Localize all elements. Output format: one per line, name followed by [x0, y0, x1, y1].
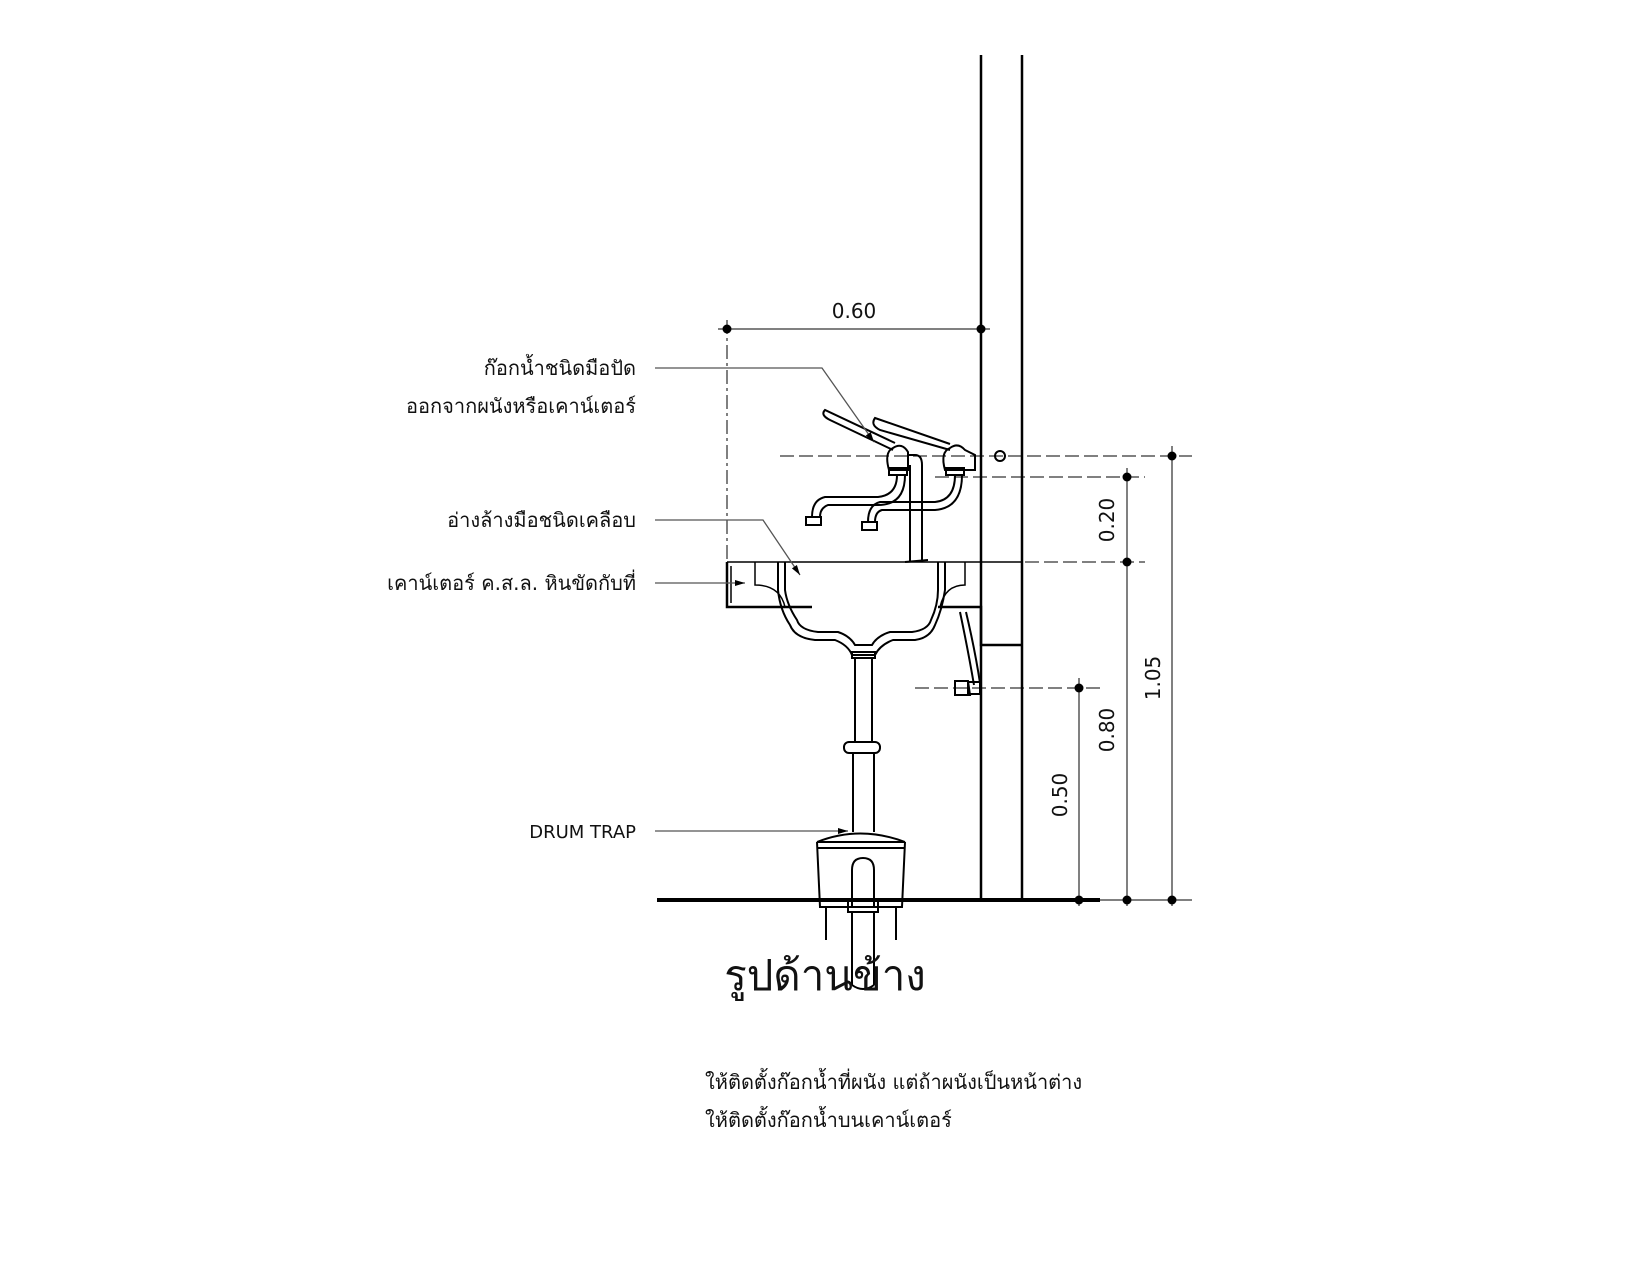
basin: [777, 562, 946, 659]
faucet-wall: [861, 416, 976, 531]
drum-trap: [816, 832, 906, 990]
leader-lines: [655, 367, 875, 834]
faucet-counter: [805, 408, 929, 563]
counter: [725, 561, 1022, 647]
label-drum-trap: DRUM TRAP: [529, 822, 636, 843]
dim-faucet-above-counter: 0.20: [1095, 498, 1119, 543]
note-line1: ให้ติดตั้งก๊อกน้ำที่ผนัง แต่ถ้าผนังเป็นห…: [705, 1068, 1082, 1094]
dim-faucet-height: 1.05: [1141, 656, 1165, 701]
label-counter: เคาน์เตอร์ ค.ส.ล. หินขัดกับที่: [387, 569, 636, 595]
drain-pipe: [843, 658, 881, 832]
dim-counter-height: 0.80: [1095, 708, 1119, 753]
dim-valve-height: 0.50: [1048, 773, 1072, 818]
dimension-dots: [722, 324, 1177, 905]
dim-top-width: 0.60: [832, 299, 877, 323]
drawing-title: รูปด้านข้าง: [724, 951, 926, 1001]
dimension-lines: [718, 320, 1192, 906]
label-faucet-line2: ออกจากผนังหรือเคาน์เตอร์: [406, 394, 636, 418]
note-line2: ให้ติดตั้งก๊อกน้ำบนเคาน์เตอร์: [705, 1106, 952, 1132]
label-faucet-line1: ก๊อกน้ำชนิดมือปัด: [484, 354, 636, 380]
label-basin: อ่างล้างมือชนิดเคลือบ: [447, 508, 636, 532]
